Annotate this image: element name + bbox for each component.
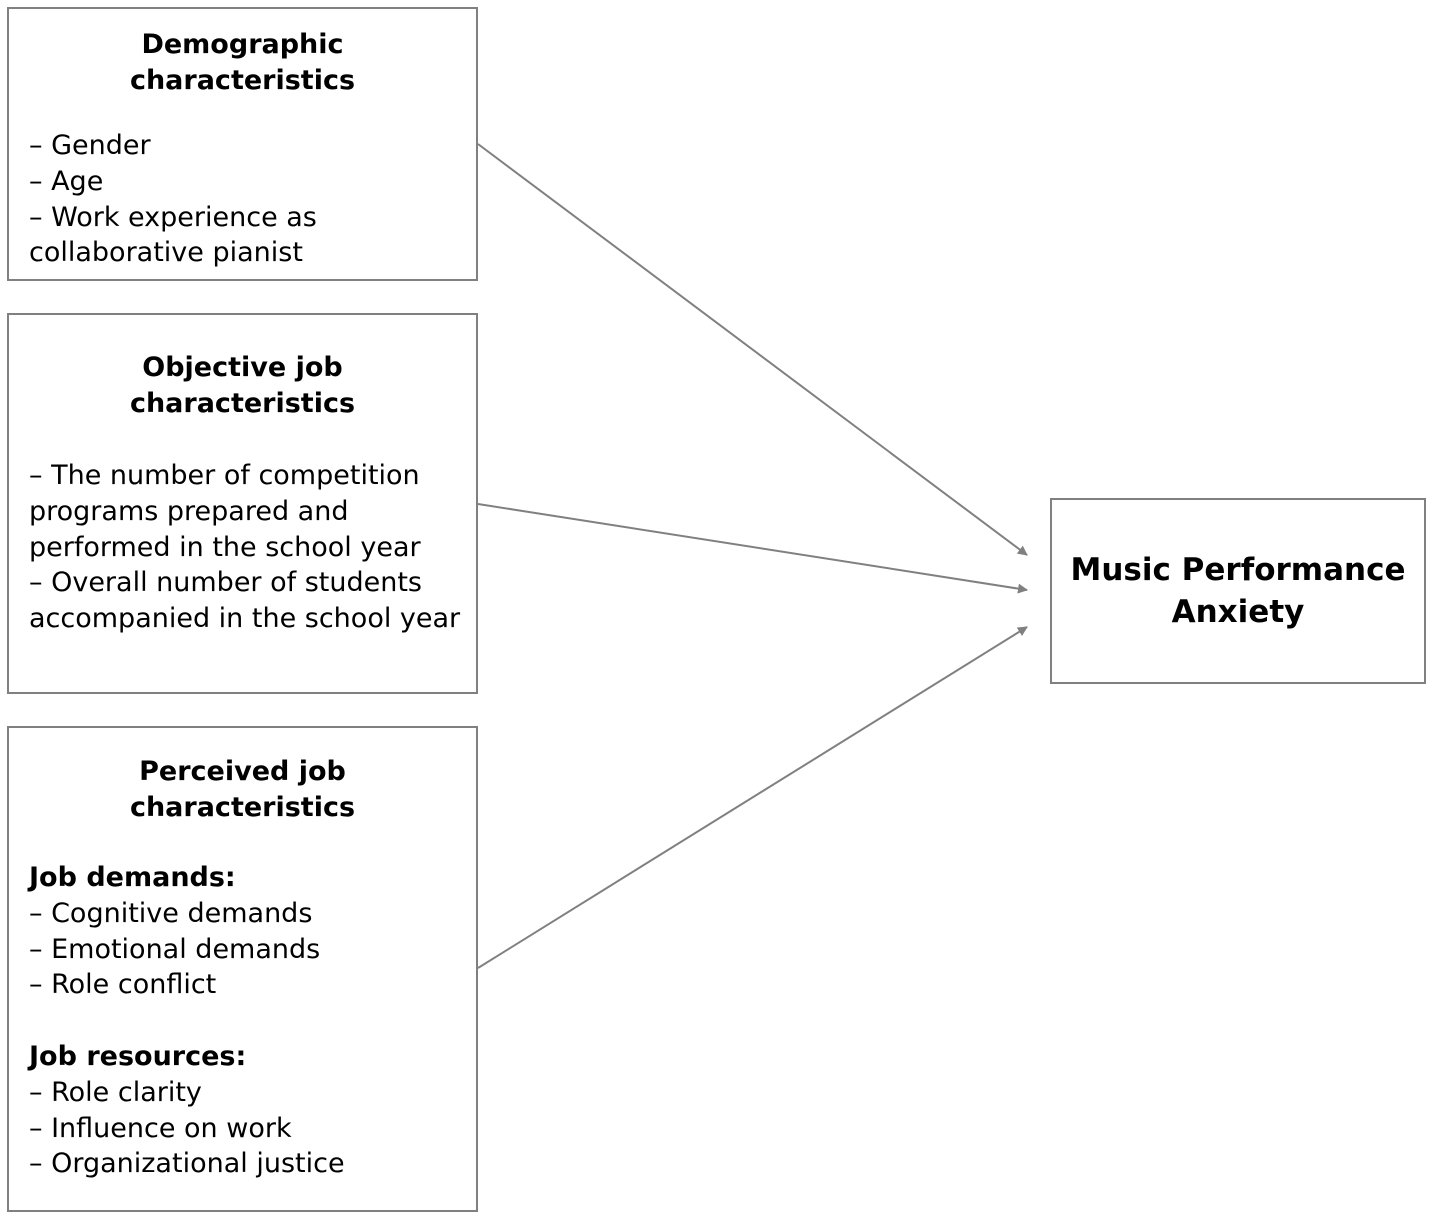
spacer <box>29 1003 464 1039</box>
arrow-objective-to-outcome <box>477 503 1028 594</box>
list-item: – Gender <box>29 130 151 161</box>
job-resources-heading: Job resources: <box>29 1040 247 1072</box>
arrow-demographic-to-outcome <box>477 143 1028 556</box>
arrow-perceived-to-outcome <box>477 626 1028 969</box>
list-item: – Influence on work <box>29 1112 292 1144</box>
demographic-title: Demographic characteristics <box>129 29 356 96</box>
perceived-box: Perceived job characteristics Job demand… <box>7 726 478 1212</box>
demographic-box: Demographic characteristics – Gender – A… <box>7 7 478 281</box>
job-demands-heading: Job demands: <box>29 862 236 893</box>
list-item: – Emotional demands <box>29 933 321 965</box>
objective-title: Objective job characteristics <box>129 352 356 419</box>
perceived-title: Perceived job characteristics <box>129 756 356 823</box>
perceived-list: Job demands: – Cognitive demands – Emoti… <box>29 860 464 1182</box>
outcome-box: Music Performance Anxiety <box>1050 498 1426 684</box>
list-item: – Age <box>29 165 104 197</box>
objective-list: – The number of competition programs pre… <box>29 458 470 637</box>
list-item: – Overall number of students accompanied… <box>29 567 461 635</box>
objective-box: Objective job characteristics – The numb… <box>7 313 478 694</box>
list-item: – Work experience as collaborative piani… <box>29 201 317 269</box>
outcome-title: Music Performance Anxiety <box>1070 552 1406 630</box>
list-item: – Role conflict <box>29 969 217 1001</box>
demographic-list: – Gender – Age – Work experience as coll… <box>29 128 464 271</box>
list-item: – Role clarity <box>29 1076 202 1108</box>
list-item: – Organizational justice <box>29 1148 345 1180</box>
list-item: – Cognitive demands <box>29 897 313 929</box>
list-item: – The number of competition programs pre… <box>29 460 421 563</box>
